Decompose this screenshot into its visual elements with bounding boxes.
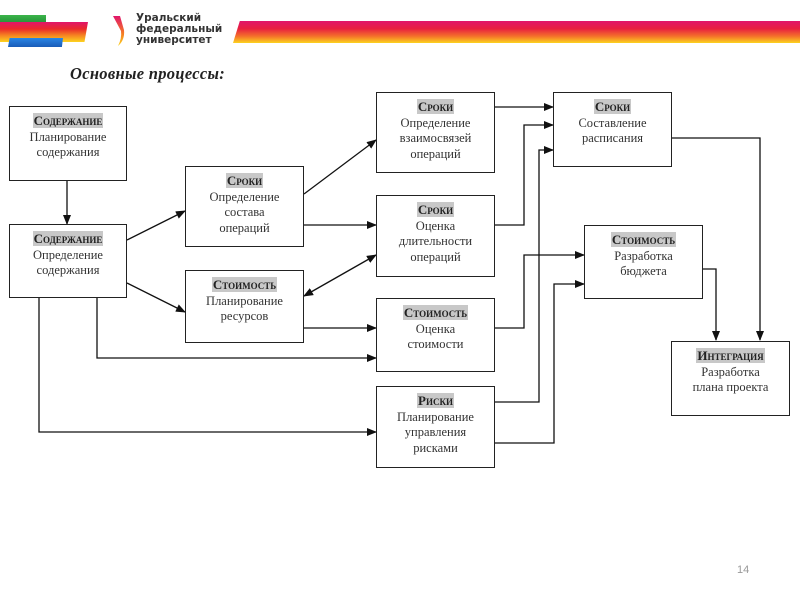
slide-title: Основные процессы: <box>70 64 226 83</box>
process-label-line: операций <box>410 249 461 264</box>
process-label-line: Определение <box>400 115 471 130</box>
process-category: Стоимость <box>211 277 278 292</box>
process-label-line: содержания <box>36 263 100 277</box>
process-label-line: состава <box>224 205 265 219</box>
edge-risk-planning-to-schedule-development <box>495 146 554 403</box>
process-category: Риски <box>417 393 454 408</box>
university-name: Уральский федеральный университет <box>136 13 222 46</box>
process-category: Стоимость <box>610 232 677 247</box>
process-box-scope-definition: Содержание Определение содержания <box>9 224 127 298</box>
process-label-line: содержания <box>36 145 100 159</box>
edge-cost-estimating-to-budget-development <box>495 251 585 329</box>
brand-stripe-right <box>233 21 800 43</box>
edge-schedule-development-to-plan-development <box>672 137 764 341</box>
stripe-blue <box>8 38 63 47</box>
process-category: Интеграция <box>696 348 765 363</box>
process-category: Содержание <box>32 231 104 246</box>
stripe-rainbow-left <box>0 22 88 42</box>
edge-scope-definition-to-cost-estimating <box>96 298 377 362</box>
process-box-duration-estimating: Сроки Оценка длительности операций <box>376 195 495 277</box>
process-label-line: Планирование <box>397 409 474 424</box>
edge-risk-planning-to-budget-development <box>495 280 585 444</box>
process-category: Сроки <box>225 173 264 188</box>
process-label-line: расписания <box>581 131 644 145</box>
university-name-line: федеральный <box>136 23 223 35</box>
university-logo-icon <box>113 16 125 46</box>
process-category: Сроки <box>593 99 632 114</box>
page-number: 14 <box>737 564 750 576</box>
process-label-line: Определение <box>209 189 280 204</box>
process-label-line: управления <box>404 425 467 439</box>
edge-scope-definition-to-resource-planning <box>126 282 186 313</box>
process-label-line: плана проекта <box>692 380 769 394</box>
process-box-scope-planning: Содержание Планирование содержания <box>9 106 127 181</box>
edge-activity-definition-to-activity-sequencing <box>303 139 377 195</box>
edge-budget-development-to-plan-development <box>703 268 720 341</box>
process-category: Содержание <box>32 113 104 128</box>
process-box-cost-estimating: Стоимость Оценка стоимости <box>376 298 495 372</box>
process-box-plan-development: Интеграция Разработка плана проекта <box>671 341 790 416</box>
process-box-resource-planning: Стоимость Планирование ресурсов <box>185 270 304 343</box>
process-label-line: Планирование <box>206 293 283 308</box>
process-label-line: рисками <box>413 440 458 455</box>
process-label-line: ресурсов <box>220 309 269 323</box>
process-box-activity-sequencing: Сроки Определение взаимосвязей операций <box>376 92 495 173</box>
process-label-line: стоимости <box>407 337 464 351</box>
process-label-line: Планирование <box>29 129 107 144</box>
edge-duration-estimating-to-schedule-development <box>495 121 554 226</box>
process-label-line: операций <box>410 146 461 161</box>
edge-scope-definition-to-activity-definition <box>126 210 186 241</box>
process-box-risk-planning: Риски Планирование управления рисками <box>376 386 495 468</box>
process-label-line: Разработка <box>701 364 760 379</box>
process-label-line: операций <box>219 220 270 235</box>
process-label-line: бюджета <box>620 264 667 278</box>
stripe-green <box>0 15 46 25</box>
edge-resource-planning-to-duration-estimating <box>303 254 377 297</box>
edge-scope-definition-to-risk-planning <box>38 298 377 436</box>
process-label-line: взаимосвязей <box>399 131 472 145</box>
process-label-line: Разработка <box>614 248 673 263</box>
process-box-activity-definition: Сроки Определение состава операций <box>185 166 304 247</box>
process-label-line: Оценка <box>415 321 456 336</box>
university-name-line: университет <box>136 34 212 46</box>
process-label-line: Составление <box>578 115 647 130</box>
process-category: Сроки <box>416 99 455 114</box>
process-box-schedule-development: Сроки Составление расписания <box>553 92 672 167</box>
process-category: Стоимость <box>402 305 469 320</box>
process-category: Сроки <box>416 202 455 217</box>
process-label-line: длительности <box>398 234 473 248</box>
process-label-line: Оценка <box>415 218 456 233</box>
process-label-line: Определение <box>33 247 103 262</box>
university-name-line: Уральский <box>136 12 202 24</box>
process-box-budget-development: Стоимость Разработка бюджета <box>584 225 703 299</box>
